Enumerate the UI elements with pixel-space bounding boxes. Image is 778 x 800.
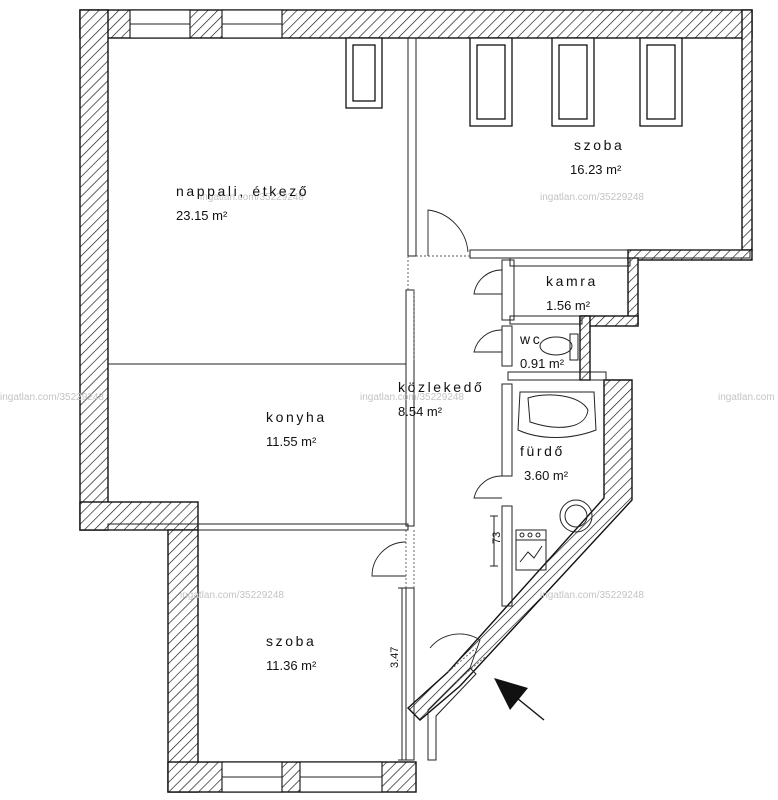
wall-entry-stub: [427, 667, 477, 761]
skylights: [345, 37, 683, 127]
room-name-kamra: kamra: [546, 273, 598, 289]
door-szoba-bottom: [371, 541, 407, 577]
watermark-right: ingatlan.com: [718, 392, 775, 403]
door-entrance: [429, 633, 481, 669]
wall-right-upper: [741, 9, 753, 251]
wall-furdo-left: [501, 383, 513, 477]
dimension-hall-height: 3.47: [389, 647, 401, 668]
windows: [129, 9, 383, 793]
door-furdo: [473, 475, 503, 499]
watermark-szoba-top: ingatlan.com/35229248: [540, 192, 644, 203]
wall-konyha-bottom: [107, 523, 409, 531]
room-name-wc: wc: [519, 331, 542, 347]
room-name-furdo: fürdő: [520, 443, 565, 459]
room-area-wc: 0.91 m²: [520, 356, 565, 371]
wall-furdo-top: [507, 371, 607, 381]
wall-hall-left: [405, 289, 415, 527]
watermark-left: ingatlan.com/35229248: [0, 392, 104, 403]
room-area-konyha: 11.55 m²: [266, 434, 317, 449]
doors: [371, 209, 503, 683]
wall-kamra-right: [627, 257, 639, 325]
wall-szoba-bottom-right: [405, 587, 415, 761]
entrance-arrow-icon: [494, 678, 545, 721]
door-kamra: [473, 269, 503, 295]
room-labels: nappali, étkező 23.15 m² szoba 16.23 m² …: [176, 137, 624, 673]
room-name-nappali: nappali, étkező: [176, 183, 309, 199]
room-name-konyha: konyha: [266, 409, 327, 425]
wall-wc-right: [579, 315, 591, 381]
room-name-szoba-top: szoba: [574, 137, 624, 153]
watermark-szoba-bottom: ingatlan.com/35229248: [180, 590, 284, 601]
bathtub-icon: [517, 391, 597, 438]
interior-walls: [107, 37, 751, 761]
dimension-wall-offset: 73: [491, 532, 503, 544]
watermark-lower-right: ingatlan.com/35229248: [540, 590, 644, 601]
room-name-kozlekedo: közlekedő: [398, 379, 484, 395]
wall-left-upper: [79, 9, 109, 531]
watermark-center: ingatlan.com/35229248: [360, 392, 464, 403]
wall-wc-top: [509, 315, 583, 325]
watermark-nappali: ingatlan.com/35229248: [200, 192, 304, 203]
dimension-lines: [398, 515, 498, 761]
room-area-kozlekedo: 8.54 m²: [398, 404, 443, 419]
door-szoba-top: [427, 209, 469, 256]
room-area-szoba-top: 16.23 m²: [570, 162, 622, 177]
wall-left-step: [79, 501, 199, 531]
watermarks: ingatlan.com/35229248 ingatlan.com ingat…: [0, 192, 775, 601]
wall-kamra-top: [509, 257, 631, 267]
wall-wc-left: [501, 325, 513, 367]
wall-szoba-left: [407, 37, 417, 257]
room-area-kamra: 1.56 m²: [546, 298, 591, 313]
wall-kitchenette-left: [501, 505, 513, 607]
outer-walls: [79, 9, 753, 793]
room-area-furdo: 3.60 m²: [524, 468, 569, 483]
room-area-nappali: 23.15 m²: [176, 208, 228, 223]
wall-diagonal: [406, 379, 633, 721]
boiler-icon: [559, 499, 593, 533]
stove-icon: [515, 529, 547, 571]
room-name-szoba-bottom: szoba: [266, 633, 316, 649]
room-area-szoba-bottom: 11.36 m²: [266, 658, 317, 673]
wall-left-lower: [167, 529, 199, 793]
toilet-icon: [539, 333, 579, 361]
wall-kamra-left: [501, 259, 515, 321]
door-wc: [473, 329, 503, 353]
